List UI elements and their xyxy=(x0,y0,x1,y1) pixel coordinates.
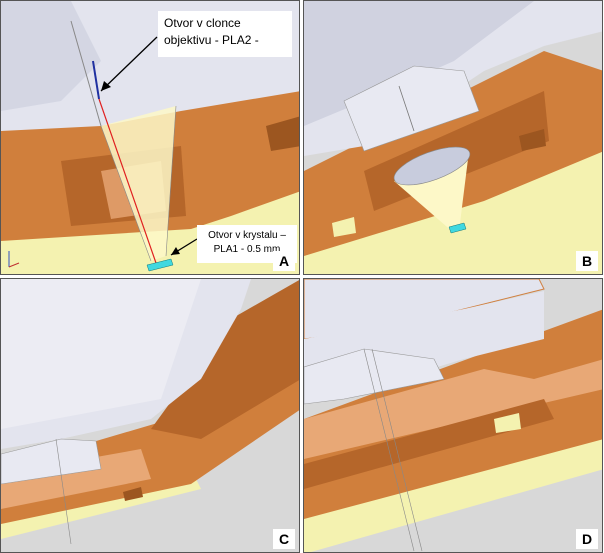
lens-aperture-callout: Otvor v clonce objektivu - PLA2 - xyxy=(158,11,292,57)
lens-face xyxy=(1,279,201,429)
orange-light-face xyxy=(304,359,602,459)
yellow-slot xyxy=(494,413,521,433)
crystal-aperture-callout-line2: PLA1 - 0.5 mm xyxy=(213,244,281,255)
orange-step xyxy=(304,399,554,489)
panel-b-render xyxy=(304,1,602,274)
orange-wedge xyxy=(151,280,299,439)
crystal-aperture-callout-line1: Otvor v krystalu – xyxy=(208,230,286,241)
lens-aperture-callout-line2: objektivu - PLA2 - xyxy=(164,33,259,47)
lens-ring xyxy=(1,438,102,485)
panel-c: C xyxy=(0,278,300,553)
panel-d-label: D xyxy=(576,529,598,549)
panel-a-label: A xyxy=(273,251,295,271)
orange-notch xyxy=(123,487,143,501)
beam-blue-line xyxy=(92,60,100,100)
orange-light-face xyxy=(1,449,151,509)
panel-c-render xyxy=(1,279,299,552)
beam-red-line xyxy=(98,98,157,264)
orange-notch xyxy=(519,129,546,151)
cone-top xyxy=(393,146,471,186)
crystal-aperture xyxy=(448,222,467,234)
panel-b: B xyxy=(303,0,603,275)
panel-d-render xyxy=(304,279,602,552)
panel-d: D xyxy=(303,278,603,553)
yellow-base xyxy=(304,429,602,552)
crystal-aperture xyxy=(146,258,174,272)
panel-a: Otvor v clonce objektivu - PLA2 - Otvor … xyxy=(0,0,300,275)
lens-aperture-callout-line1: Otvor v clonce xyxy=(164,16,241,30)
beam-cone xyxy=(101,106,176,261)
orange-notch xyxy=(266,116,299,151)
panel-c-label: C xyxy=(273,529,295,549)
lens-face xyxy=(1,1,101,111)
lens-ring xyxy=(343,65,480,152)
panel-b-label: B xyxy=(576,251,598,271)
yellow-slot xyxy=(332,217,356,237)
